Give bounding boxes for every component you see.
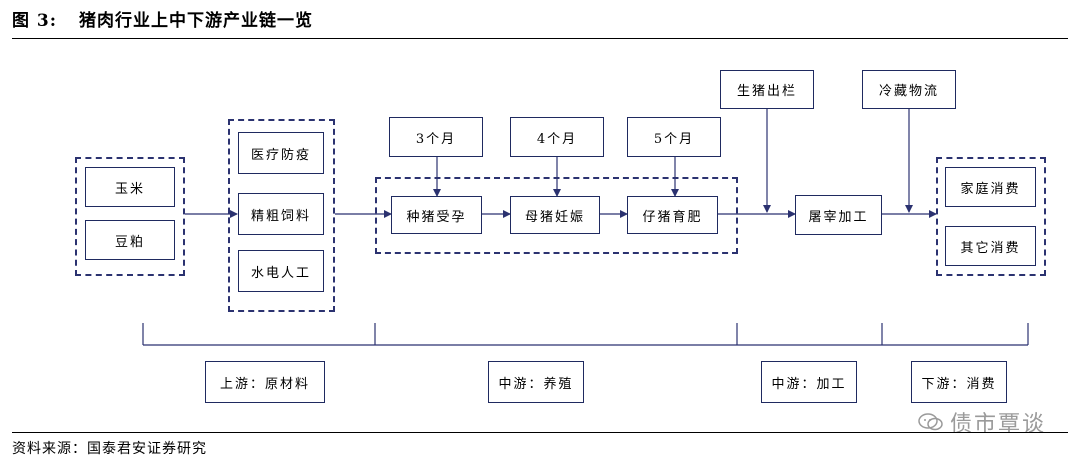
node-month-5: 5个月 xyxy=(627,117,721,157)
watermark-text: 债市覃谈 xyxy=(949,412,1046,437)
figure-label: 图 3: xyxy=(12,11,58,31)
breeding-group xyxy=(375,177,738,254)
stage-upstream: 上游：原材料 xyxy=(205,361,325,403)
figure-title-text: 猪肉行业上中下游产业链一览 xyxy=(79,11,314,31)
node-home-consumption: 家庭消费 xyxy=(945,167,1036,207)
node-cold-chain: 冷藏物流 xyxy=(862,70,956,109)
stage-midstream-breeding: 中游：养殖 xyxy=(488,361,584,403)
node-breeding: 种猪受孕 xyxy=(391,196,482,234)
node-vet: 医疗防疫 xyxy=(238,132,324,174)
bottom-rule xyxy=(12,432,1068,433)
node-processing: 屠宰加工 xyxy=(795,195,882,235)
node-soymeal: 豆粕 xyxy=(85,220,175,260)
node-other-consumption: 其它消费 xyxy=(945,226,1036,266)
node-feed: 精粗饲料 xyxy=(238,193,324,235)
top-rule xyxy=(12,38,1068,39)
stage-midstream-processing: 中游：加工 xyxy=(761,361,857,403)
raw-material-group xyxy=(75,157,185,276)
feed-group xyxy=(228,119,335,312)
node-pregnancy: 母猪妊娠 xyxy=(510,196,600,234)
node-corn: 玉米 xyxy=(85,167,175,207)
node-slaughter-in: 生猪出栏 xyxy=(720,70,814,109)
stage-downstream: 下游：消费 xyxy=(911,361,1007,403)
watermark: 债市覃谈 xyxy=(918,406,1046,438)
node-utilities: 水电人工 xyxy=(238,250,324,292)
consumer-group xyxy=(936,157,1046,276)
source-note: 资料来源：国泰君安证券研究 xyxy=(12,441,207,457)
node-month-4: 4个月 xyxy=(510,117,604,157)
chat-bubble-icon xyxy=(918,413,943,431)
node-fattening: 仔猪育肥 xyxy=(627,196,718,234)
figure-title: 图 3: 猪肉行业上中下游产业链一览 xyxy=(12,6,313,31)
node-month-3: 3个月 xyxy=(389,117,483,157)
